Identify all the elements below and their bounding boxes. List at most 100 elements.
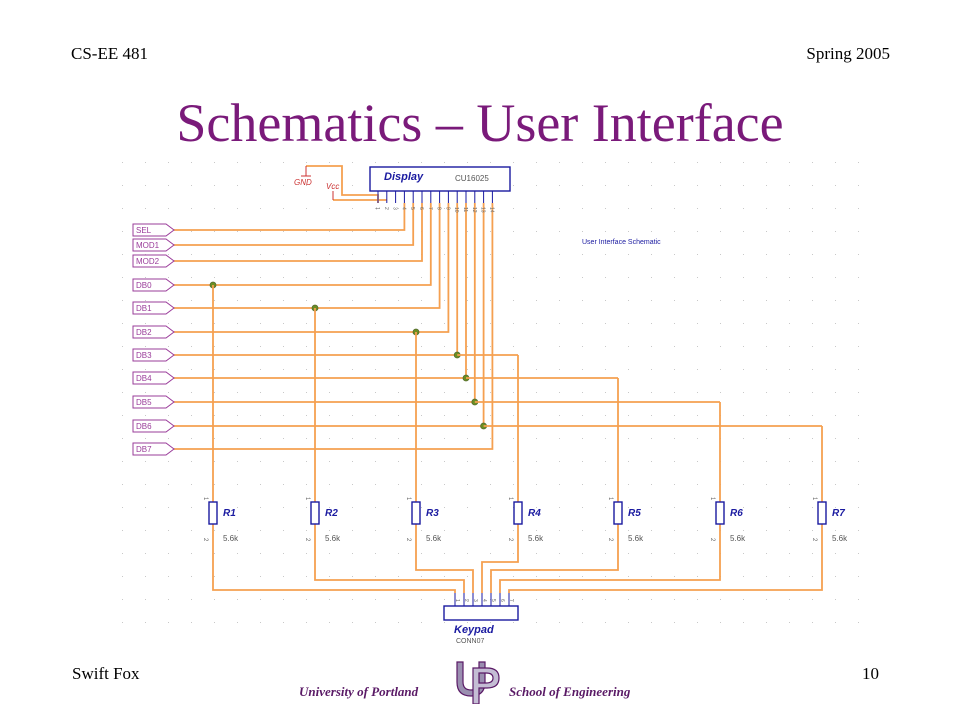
grid-dot bbox=[237, 323, 238, 324]
keypad-wire bbox=[508, 524, 823, 593]
grid-dot bbox=[467, 507, 468, 508]
footer-team: Swift Fox bbox=[72, 664, 140, 683]
grid-dot bbox=[191, 599, 192, 600]
grid-dot bbox=[306, 484, 307, 485]
grid-dot bbox=[812, 461, 813, 462]
grid-dot bbox=[812, 208, 813, 209]
grid-dot bbox=[421, 553, 422, 554]
display-pin-number: 7 bbox=[427, 207, 433, 210]
display-pin-number: 12 bbox=[471, 207, 477, 213]
grid-dot bbox=[536, 438, 537, 439]
keypad-pin-number: 3 bbox=[472, 599, 478, 602]
grid-dot bbox=[513, 300, 514, 301]
grid-dot bbox=[674, 599, 675, 600]
grid-dot bbox=[260, 369, 261, 370]
grid-dot bbox=[536, 346, 537, 347]
grid-dot bbox=[168, 369, 169, 370]
grid-dot bbox=[329, 484, 330, 485]
display-pin-number: 5 bbox=[409, 207, 415, 210]
grid-dot bbox=[674, 254, 675, 255]
grid-dot bbox=[260, 277, 261, 278]
grid-dot bbox=[329, 323, 330, 324]
data-bus-wire bbox=[174, 203, 485, 427]
resistor-pin-number: 2 bbox=[405, 538, 411, 542]
grid-dot bbox=[789, 392, 790, 393]
grid-dot bbox=[237, 231, 238, 232]
grid-dot bbox=[237, 461, 238, 462]
grid-dot bbox=[536, 622, 537, 623]
grid-dot bbox=[214, 162, 215, 163]
port-sel-label: SEL bbox=[136, 226, 152, 235]
grid-dot bbox=[214, 553, 215, 554]
grid-dot bbox=[283, 553, 284, 554]
grid-dot bbox=[651, 231, 652, 232]
grid-dot bbox=[651, 553, 652, 554]
resistor-ref: R2 bbox=[325, 508, 338, 519]
keypad-pin-number: 1 bbox=[454, 599, 460, 602]
grid-dot bbox=[122, 300, 123, 301]
grid-dot bbox=[697, 323, 698, 324]
grid-dot bbox=[352, 507, 353, 508]
grid-dot bbox=[444, 484, 445, 485]
grid-dot bbox=[260, 162, 261, 163]
grid-dot bbox=[766, 231, 767, 232]
grid-dot bbox=[812, 530, 813, 531]
grid-dot bbox=[306, 277, 307, 278]
grid-dot bbox=[513, 369, 514, 370]
grid-dot bbox=[628, 369, 629, 370]
grid-dot bbox=[329, 208, 330, 209]
grid-dot bbox=[720, 162, 721, 163]
grid-dot bbox=[122, 461, 123, 462]
grid-dot bbox=[490, 530, 491, 531]
grid-dot bbox=[697, 599, 698, 600]
grid-dot bbox=[398, 553, 399, 554]
grid-dot bbox=[352, 622, 353, 623]
grid-dot bbox=[214, 369, 215, 370]
grid-dot bbox=[490, 277, 491, 278]
grid-dot bbox=[237, 346, 238, 347]
grid-dot bbox=[858, 162, 859, 163]
grid-dot bbox=[145, 461, 146, 462]
grid-dot bbox=[145, 530, 146, 531]
grid-dot bbox=[582, 185, 583, 186]
grid-dot bbox=[720, 392, 721, 393]
grid-dot bbox=[237, 553, 238, 554]
grid-dot bbox=[766, 162, 767, 163]
grid-dot bbox=[375, 576, 376, 577]
grid-dot bbox=[536, 599, 537, 600]
resistor-pin-number: 1 bbox=[405, 497, 411, 501]
grid-dot bbox=[766, 208, 767, 209]
grid-dot bbox=[191, 277, 192, 278]
display-pin-number: 8 bbox=[436, 207, 442, 210]
grid-dot bbox=[743, 599, 744, 600]
grid-dot bbox=[122, 277, 123, 278]
display-pin-number: 9 bbox=[444, 207, 450, 210]
grid-dot bbox=[398, 507, 399, 508]
grid-dot bbox=[789, 162, 790, 163]
port-db4-label: DB4 bbox=[136, 374, 152, 383]
grid-dot bbox=[674, 415, 675, 416]
grid-dot bbox=[168, 162, 169, 163]
grid-dot bbox=[444, 553, 445, 554]
grid-dot bbox=[352, 231, 353, 232]
grid-dot bbox=[858, 369, 859, 370]
grid-dot bbox=[720, 323, 721, 324]
grid-dot bbox=[674, 369, 675, 370]
grid-dot bbox=[260, 254, 261, 255]
grid-dot bbox=[122, 622, 123, 623]
grid-dot bbox=[628, 507, 629, 508]
grid-dot bbox=[306, 392, 307, 393]
grid-dot bbox=[651, 254, 652, 255]
resistor-ref: R4 bbox=[528, 508, 541, 519]
port-mod1-label: MOD1 bbox=[136, 241, 160, 250]
grid-dot bbox=[214, 277, 215, 278]
grid-dot bbox=[467, 346, 468, 347]
grid-dot bbox=[559, 484, 560, 485]
grid-dot bbox=[582, 415, 583, 416]
grid-dot bbox=[398, 208, 399, 209]
grid-dot bbox=[743, 231, 744, 232]
grid-dot bbox=[352, 438, 353, 439]
grid-dot bbox=[260, 185, 261, 186]
grid-dot bbox=[628, 208, 629, 209]
resistor-ref: R1 bbox=[223, 508, 236, 519]
